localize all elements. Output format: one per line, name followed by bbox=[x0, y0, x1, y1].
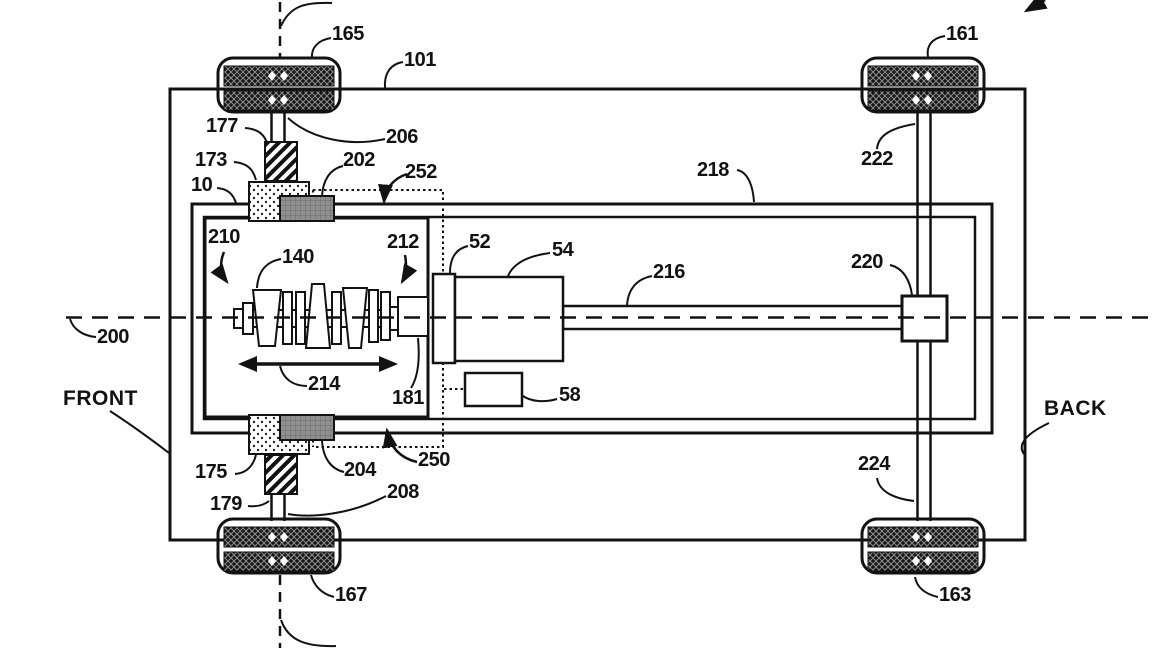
label-101: 101 bbox=[404, 49, 436, 71]
label-200: 200 bbox=[97, 326, 129, 348]
label-202: 202 bbox=[343, 149, 375, 171]
shaft-coupling-lower bbox=[264, 454, 298, 495]
damper-upper bbox=[279, 195, 335, 222]
label-210: 210 bbox=[208, 226, 240, 248]
label-222: 222 bbox=[861, 148, 893, 170]
leader-fragment-bottom bbox=[280, 619, 337, 648]
label-167: 167 bbox=[335, 584, 367, 606]
label-216: 216 bbox=[653, 261, 685, 283]
label-204: 204 bbox=[344, 459, 376, 481]
chassis-outline bbox=[168, 87, 1027, 542]
label-214: 214 bbox=[308, 373, 340, 395]
label-161: 161 bbox=[946, 23, 978, 45]
front-axle-lower bbox=[248, 414, 335, 521]
label-181: 181 bbox=[392, 387, 424, 409]
crank-axis-arrow bbox=[238, 356, 398, 372]
front-axle-upper bbox=[248, 110, 335, 222]
wheel-treads bbox=[223, 65, 979, 572]
controller-box bbox=[463, 371, 524, 408]
label-252: 252 bbox=[405, 161, 437, 183]
label-224: 224 bbox=[858, 453, 890, 475]
wheel-tread-diamonds bbox=[268, 71, 932, 566]
label-250: 250 bbox=[418, 449, 450, 471]
label-206: 206 bbox=[386, 126, 418, 148]
arrow-250 bbox=[382, 427, 418, 464]
label-208: 208 bbox=[387, 481, 419, 503]
arrow-top-right-fragment bbox=[1023, 0, 1048, 13]
label-218: 218 bbox=[697, 159, 729, 181]
label-58: 58 bbox=[559, 384, 581, 406]
center-lines bbox=[66, 1, 1152, 648]
label-52: 52 bbox=[469, 231, 491, 253]
label-front: FRONT bbox=[63, 387, 138, 410]
label-165: 165 bbox=[332, 23, 364, 45]
label-220: 220 bbox=[851, 251, 883, 273]
arrow-leaders bbox=[210, 0, 1048, 464]
leader-fragment-top bbox=[280, 1, 333, 27]
leader-lines bbox=[69, 35, 1050, 598]
label-177: 177 bbox=[206, 115, 238, 137]
machine-box bbox=[453, 275, 565, 363]
label-173: 173 bbox=[195, 149, 227, 171]
arrow-210 bbox=[210, 251, 229, 285]
label-175: 175 bbox=[195, 461, 227, 483]
damper-lower bbox=[279, 414, 335, 441]
label-10: 10 bbox=[191, 174, 213, 196]
label-54: 54 bbox=[552, 239, 574, 261]
label-179: 179 bbox=[210, 493, 242, 515]
label-140: 140 bbox=[282, 246, 314, 268]
shaft-coupling-upper bbox=[264, 141, 298, 182]
label-212: 212 bbox=[387, 231, 419, 253]
arrow-212 bbox=[400, 254, 418, 285]
label-back: BACK bbox=[1044, 397, 1107, 420]
label-163: 163 bbox=[939, 584, 971, 606]
arrow-252 bbox=[377, 172, 408, 205]
